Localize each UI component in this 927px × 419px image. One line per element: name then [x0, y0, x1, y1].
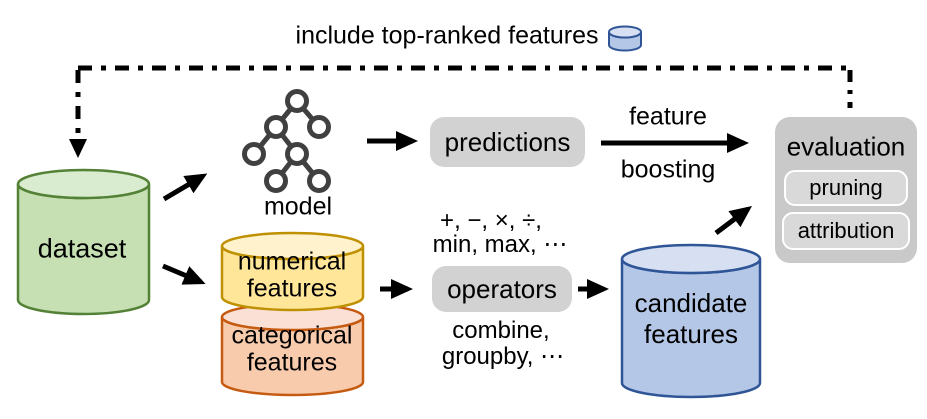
- feedback-arrowhead-icon: [69, 139, 87, 158]
- dataset-label: dataset: [37, 233, 127, 264]
- arrow-dataset-to-model: [162, 173, 208, 202]
- feature-boosting-label-line2: boosting: [620, 155, 716, 184]
- operators-box: operators: [432, 266, 572, 312]
- arrow-dataset-to-features: [162, 263, 206, 285]
- categorical-features-label-line1: categorical: [231, 321, 353, 350]
- decision-tree-icon: [242, 89, 331, 193]
- categorical-features-label-line2: features: [246, 348, 338, 377]
- operators-label: operators: [447, 273, 557, 304]
- arrow-candidate-to-evaluation: [714, 206, 752, 235]
- dataset-cylinder: [16, 168, 151, 316]
- numerical-features-label-line1: numerical: [237, 247, 347, 276]
- feedback-loop-line: [75, 65, 853, 136]
- attribution-box: attribution: [782, 212, 910, 250]
- feedback-label: include top-ranked features: [295, 21, 599, 50]
- candidate-features-label-line2: features: [644, 319, 738, 349]
- evaluation-label: evaluation: [786, 131, 906, 162]
- predictions-label: predictions: [444, 126, 571, 157]
- predictions-box: predictions: [430, 117, 585, 167]
- candidate-features-label-line1: candidate: [634, 288, 748, 318]
- evaluation-box: evaluation pruning attribution: [775, 117, 917, 263]
- operators-minmax-label: min, max, ⋯: [432, 231, 568, 258]
- candidate-features-cylinder: [620, 243, 762, 399]
- numerical-features-cylinder: [220, 231, 365, 312]
- pruning-label: pruning: [809, 175, 883, 200]
- operators-groupby-label: groupby, ⋯: [441, 343, 565, 370]
- pruning-box: pruning: [784, 170, 908, 206]
- feature-boosting-label-line1: feature: [629, 102, 707, 131]
- numerical-features-label-line2: features: [246, 274, 338, 303]
- model-label: model: [263, 192, 333, 221]
- operators-arithmetic-label: +, −, ×, ÷,: [440, 207, 542, 234]
- database-icon: [608, 25, 642, 52]
- operators-combine-label: combine,: [452, 317, 550, 344]
- attribution-label: attribution: [797, 218, 895, 243]
